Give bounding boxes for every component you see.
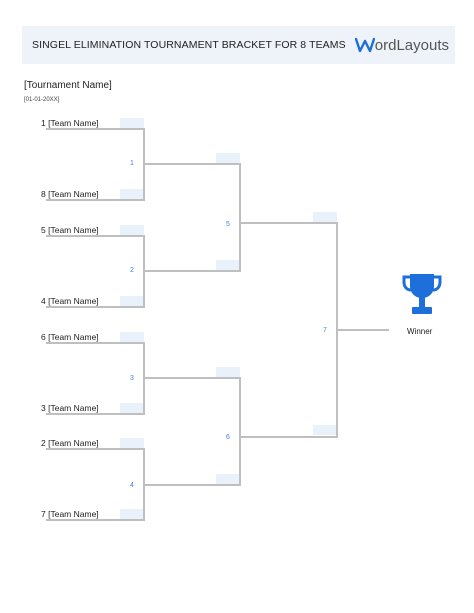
slot-r3-1	[313, 212, 337, 222]
team-seed: 1	[41, 118, 46, 128]
page-title: SINGEL ELIMINATION TOURNAMENT BRACKET FO…	[32, 39, 346, 51]
wordlayouts-logo: ordLayouts	[354, 33, 449, 57]
slot-r1-6	[120, 403, 144, 413]
slot-r1-1	[120, 118, 144, 128]
trophy-icon	[402, 274, 442, 314]
match-6-bracket	[144, 377, 241, 486]
match-number: 2	[130, 267, 134, 274]
slot-highlights	[120, 118, 337, 519]
team-name: [Team Name]	[48, 118, 99, 128]
logo-text: ordLayouts	[374, 36, 449, 54]
match-number: 7	[323, 327, 327, 334]
slot-r1-4	[120, 296, 144, 306]
match-number: 1	[130, 160, 134, 167]
slot-r1-5	[120, 332, 144, 342]
team-name: [Team Name]	[48, 296, 99, 306]
team-seed: 6	[41, 332, 46, 342]
match-number: 5	[226, 221, 230, 228]
page-header: SINGEL ELIMINATION TOURNAMENT BRACKET FO…	[22, 26, 455, 64]
team-name: [Team Name]	[48, 189, 99, 199]
team-seed: 3	[41, 403, 46, 413]
team-entry: 5 [Team Name]	[41, 225, 99, 235]
team-name: [Team Name]	[48, 225, 99, 235]
team-seed: 5	[41, 225, 46, 235]
match-number: 6	[226, 434, 230, 441]
team-entry: 3 [Team Name]	[41, 403, 99, 413]
slot-r2-1	[216, 153, 240, 163]
team-entry: 6 [Team Name]	[41, 332, 99, 342]
team-seed: 2	[41, 438, 46, 448]
match-5-bracket	[144, 163, 241, 272]
slot-r2-4	[216, 474, 240, 484]
team-name: [Team Name]	[48, 438, 99, 448]
winner-label: Winner	[407, 327, 433, 336]
slot-r1-7	[120, 438, 144, 448]
slot-r2-3	[216, 367, 240, 377]
slot-r1-2	[120, 189, 144, 199]
team-seed: 7	[41, 509, 46, 519]
team-entry: 4 [Team Name]	[41, 296, 99, 306]
team-entry: 1 [Team Name]	[41, 118, 99, 128]
slot-r1-3	[120, 225, 144, 235]
team-seed: 4	[41, 296, 46, 306]
slot-r2-2	[216, 260, 240, 270]
team-name: [Team Name]	[48, 509, 99, 519]
team-name: [Team Name]	[48, 403, 99, 413]
match-number: 3	[130, 375, 134, 382]
team-entry: 8 [Team Name]	[41, 189, 99, 199]
team-entry: 2 [Team Name]	[41, 438, 99, 448]
tournament-name: [Tournament Name]	[24, 80, 112, 91]
tournament-date: [01-01-20XX]	[24, 97, 60, 103]
team-seed: 8	[41, 189, 46, 199]
logo-mark-icon	[354, 37, 375, 53]
slot-r3-2	[313, 425, 337, 435]
team-name: [Team Name]	[48, 332, 99, 342]
match-number: 4	[130, 482, 134, 489]
slot-r1-8	[120, 509, 144, 519]
team-entry: 7 [Team Name]	[41, 509, 99, 519]
